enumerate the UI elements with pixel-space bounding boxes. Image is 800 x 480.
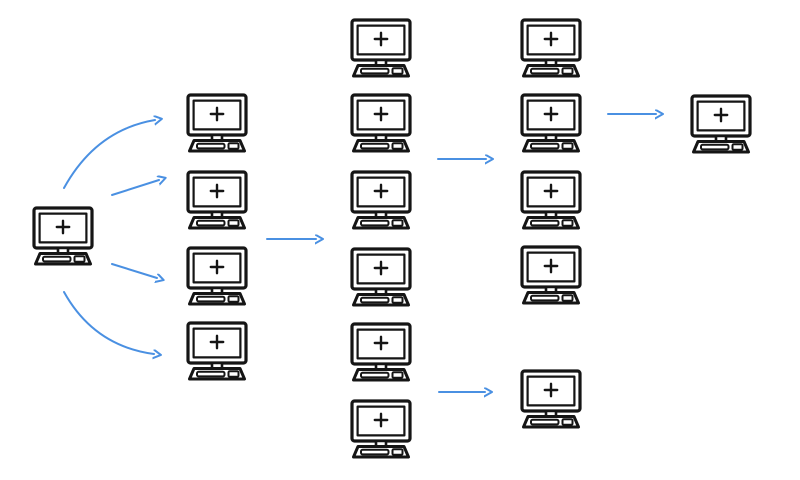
stage-4-node-1-computer-icon xyxy=(520,18,582,78)
stage-3-node-4-computer-icon xyxy=(350,247,412,307)
stage-3-node-3-computer-icon xyxy=(350,170,412,230)
fanout-arrow-2 xyxy=(111,180,159,196)
stage-4-node-2-computer-icon xyxy=(520,93,582,153)
stage-2-node-1-computer-icon xyxy=(186,93,248,153)
stage-4-node-4-computer-icon xyxy=(520,245,582,305)
stage-4-node-5-computer-icon xyxy=(520,369,582,429)
stage-3-node-5-computer-icon xyxy=(350,322,412,382)
stage-3-node-1-computer-icon xyxy=(350,18,412,78)
fanout-arrow-4 xyxy=(63,291,154,354)
stage-2-node-2-computer-icon xyxy=(186,170,248,230)
stage-2-node-3-computer-icon xyxy=(186,246,248,306)
stage-2-node-4-computer-icon xyxy=(186,321,248,381)
stage-3-node-2-computer-icon xyxy=(350,93,412,153)
stage-5-node-1-computer-icon xyxy=(690,94,752,154)
fanout-arrow-1 xyxy=(63,120,155,189)
stage-4-node-3-computer-icon xyxy=(520,170,582,230)
arrows-layer xyxy=(63,114,656,392)
fanout-arrow-3 xyxy=(111,263,157,278)
stage-3-node-6-computer-icon xyxy=(350,399,412,459)
stage-1-node-1-computer-icon xyxy=(32,206,94,266)
nodes-layer xyxy=(32,18,752,459)
